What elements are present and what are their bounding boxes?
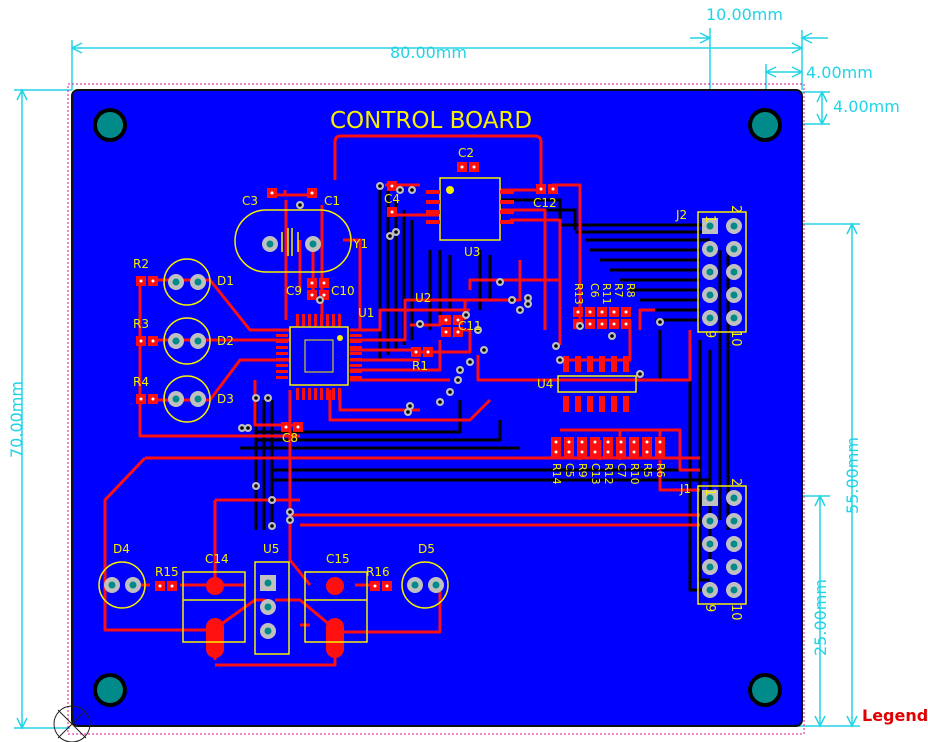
label-c9: C9 [286,284,302,298]
label-c1: C1 [324,194,340,208]
dim-hole-offset-y-label: 4.00mm [833,97,900,116]
label-r6: R6 [654,463,667,478]
label-r13: R13 [572,283,585,305]
board-title: CONTROL BOARD [330,108,532,134]
label-c15: C15 [326,552,350,566]
label-r1: R1 [412,359,428,373]
label-r7: R7 [612,283,625,298]
label-c6: C6 [588,283,601,298]
label-c7: C7 [615,463,628,478]
j1-pin10-label: 10 [728,604,743,621]
silkscreen-labels: CONTROL BOARD C2 C3 C1 C4 C12 Y1 U3 J2 R… [113,108,743,621]
label-r14: R14 [550,463,563,485]
j2-pin2-label: 2 [728,205,743,213]
j2-pin9-label: 9 [702,330,717,338]
label-c3: C3 [242,194,258,208]
origin-marker [53,705,91,742]
label-d1: D1 [217,274,234,288]
label-r9: R9 [576,463,589,478]
label-r10: R10 [628,463,641,485]
label-r15: R15 [155,565,179,579]
label-r4: R4 [133,375,149,389]
label-r3: R3 [133,317,149,331]
silkscreen-outlines [98,177,747,655]
dim-height-label: 70.00mm [7,381,26,458]
label-r16: R16 [366,565,390,579]
label-r5: R5 [641,463,654,478]
label-c4: C4 [384,192,400,206]
label-d3: D3 [217,392,234,406]
label-u1: U1 [358,306,374,320]
label-d5: D5 [418,542,435,556]
label-u4: U4 [537,377,553,391]
legend-label[interactable]: Legend [862,706,928,725]
label-c5: C5 [563,463,576,478]
label-d2: D2 [217,334,234,348]
j1-pin9-label: 9 [702,604,717,612]
label-d4: D4 [113,542,130,556]
label-c13: C13 [589,463,602,485]
dim-j2-label: 55.00mm [843,437,862,514]
label-j1: J1 [679,482,691,496]
label-r12: R12 [602,463,615,485]
j2-pin1-label: 1 [702,215,717,223]
mounting-holes [93,108,782,707]
label-c2: C2 [458,146,474,160]
label-c8: C8 [282,431,298,445]
bottom-traces [240,190,730,592]
label-r8: R8 [624,283,637,298]
label-u2: U2 [415,291,431,305]
component-pads [104,162,742,639]
power-pads [206,618,344,658]
dim-hole-offset-x-label: 10.00mm [706,5,783,24]
label-u3: U3 [464,245,480,259]
board-keepout-outline [67,83,805,735]
j1-pin2-label: 2 [728,478,743,486]
label-r2: R2 [133,257,149,271]
j2-pin10-label: 10 [728,330,743,347]
label-c12: C12 [533,196,557,210]
dimension-lines [14,28,860,730]
dim-j1-label: 25.00mm [811,579,830,656]
dim-width-label: 80.00mm [390,43,467,62]
label-u5: U5 [263,542,279,556]
j1-pin1-label: 1 [702,488,717,496]
label-c14: C14 [205,552,229,566]
label-y1: Y1 [352,237,368,251]
label-j2: J2 [675,208,687,222]
label-r11: R11 [600,283,613,305]
label-c11: C11 [458,319,482,333]
dim-hole-offset-x2-label: 4.00mm [806,63,873,82]
label-c10: C10 [331,284,355,298]
